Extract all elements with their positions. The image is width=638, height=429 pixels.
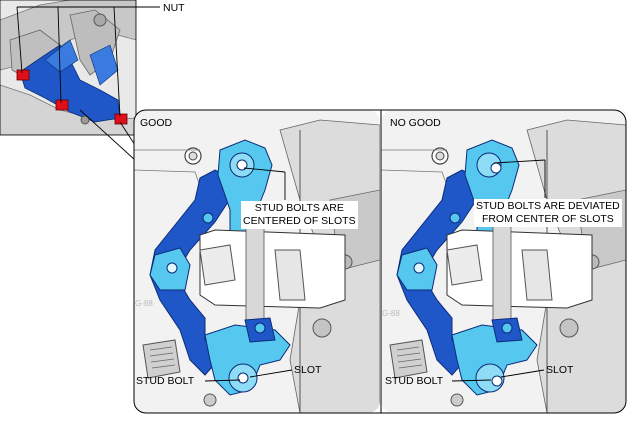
good-leader-lines <box>204 167 293 382</box>
stud-bolt-label-no-good: STUD BOLT <box>385 375 444 387</box>
no-good-callout: STUD BOLTS ARE DEVIATED FROM CENTER OF S… <box>474 199 622 227</box>
no-good-leader-lines <box>451 159 546 382</box>
good-callout-line2: CENTERED OF SLOTS <box>243 215 356 227</box>
overview-image <box>0 0 136 135</box>
slot-label-good: SLOT <box>294 364 322 376</box>
good-title: GOOD <box>140 117 173 129</box>
nut-icon <box>16 69 30 81</box>
good-panel-image: G-88 <box>134 110 380 413</box>
slot-label-no-good: SLOT <box>546 364 574 376</box>
no-good-callout-line1: STUD BOLTS ARE DEVIATED <box>476 200 620 212</box>
no-good-title: NO GOOD <box>390 117 441 129</box>
no-good-callout-line2: FROM CENTER OF SLOTS <box>481 213 614 225</box>
no-good-panel-image: G-88 <box>381 110 626 413</box>
nut-icon <box>114 113 128 125</box>
good-callout: STUD BOLTS ARE CENTERED OF SLOTS <box>241 201 358 229</box>
stud-bolt-label-good: STUD BOLT <box>136 375 195 387</box>
nut-leader-lines <box>16 6 160 117</box>
svg-text:G-88: G-88 <box>135 299 153 308</box>
nut-label: NUT <box>163 2 185 14</box>
good-callout-line1: STUD BOLTS ARE <box>254 202 344 214</box>
svg-text:G-88: G-88 <box>382 309 400 318</box>
nut-icon <box>55 99 69 111</box>
